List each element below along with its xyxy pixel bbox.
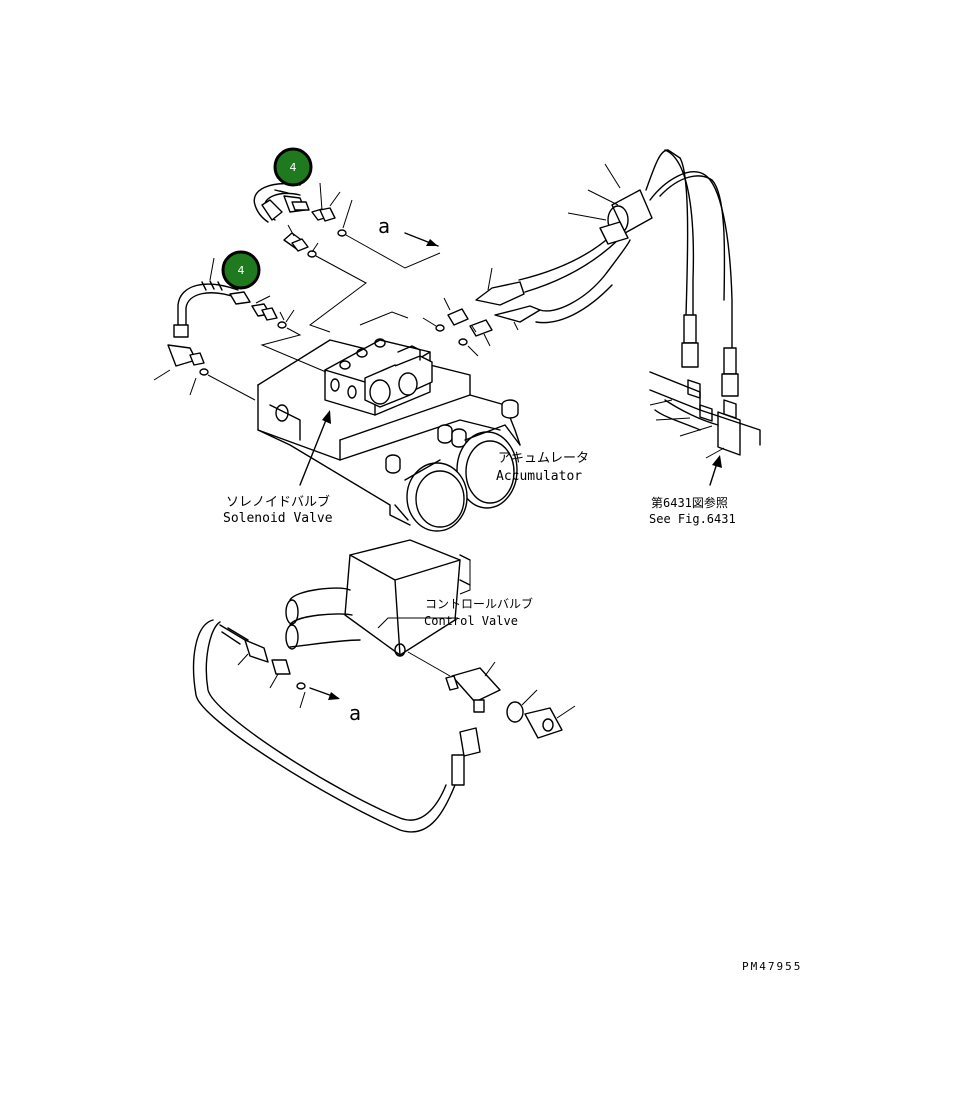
solenoid-valve-label-jp: ソレノイドバルブ xyxy=(226,494,330,510)
callout-4-upper[interactable]: 4 xyxy=(273,147,313,187)
figure-code: PM47955 xyxy=(742,960,802,973)
connector-a-bottom-label: a xyxy=(349,701,361,725)
callout-4-upper-number: 4 xyxy=(290,161,297,174)
control-valve-assembly xyxy=(192,539,576,833)
upper-hose-group xyxy=(153,182,441,401)
connector-a-bottom: a xyxy=(309,687,361,725)
solenoid-arrow-head xyxy=(322,410,331,424)
see-figure-label-jp: 第6431図参照 xyxy=(651,495,728,510)
connector-a-top: a xyxy=(378,214,439,247)
solenoid-leader xyxy=(299,414,329,486)
callout-4-lower[interactable]: 4 xyxy=(221,250,261,290)
accumulator-label-jp: アキュムレータ xyxy=(498,451,589,466)
solenoid-valve-label-en: Solenoid Valve xyxy=(223,511,333,526)
see-figure-label-en: See Fig.6431 xyxy=(649,512,736,526)
control-valve-label-en: Control Valve xyxy=(424,614,518,628)
accumulator-label-en: Accumulator xyxy=(496,469,582,484)
control-valve-label-jp: コントロールバルブ xyxy=(425,596,533,611)
solenoid-valve-assembly xyxy=(257,338,521,532)
callout-4-lower-number: 4 xyxy=(238,264,245,277)
connector-a-top-label: a xyxy=(378,214,390,238)
right-hose-group xyxy=(422,149,761,486)
